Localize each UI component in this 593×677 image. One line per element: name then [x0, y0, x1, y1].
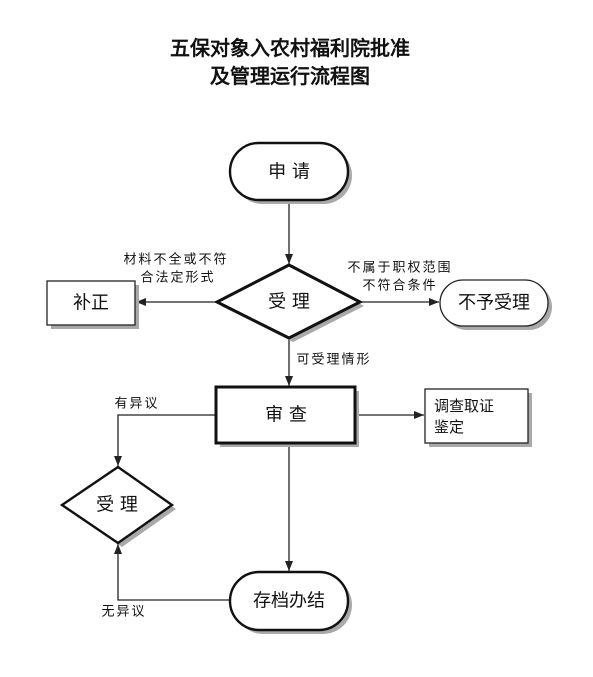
node-supplement-shape: [46, 280, 136, 326]
node-apply-shape: [228, 141, 350, 202]
label-incomplete-line-2: 合法定形式: [140, 271, 215, 286]
node-reject-shape: [439, 279, 549, 327]
node-reject-label: 不予受理: [458, 293, 530, 314]
node-investigate-label-line-2: 鉴定: [434, 418, 464, 436]
title-line-2: 及管理运行流程图: [210, 64, 370, 88]
node-investigate-shape: [424, 388, 529, 444]
node-review: 审 查: [214, 385, 359, 447]
node-accept-objection-shape: [59, 465, 175, 545]
node-review-label: 审 查: [265, 405, 307, 426]
node-archive-label: 存档办结: [253, 591, 325, 612]
node-reject: 不予受理: [439, 279, 552, 330]
label-incomplete-line-1: 材料不全或不符: [123, 252, 228, 268]
label-out-of-scope-line-2: 不符合条件: [362, 278, 437, 294]
edge-archive-to-objection-accept: [114, 544, 230, 601]
edges: [114, 201, 439, 601]
edge-review-to-objection-accept: [114, 414, 216, 466]
label-no-objection: 无异议: [101, 605, 146, 620]
node-apply-label: 申 请: [268, 162, 310, 183]
node-accept-objection: 受 理: [59, 465, 176, 547]
node-supplement-label: 补正: [73, 293, 109, 314]
edge-labels: 材料不全或不符 合法定形式 不属于职权范围 不符合条件 可受理情形 有异议 无异…: [101, 252, 452, 620]
node-archive-shape: [228, 570, 350, 632]
node-apply: 申 请: [228, 141, 352, 204]
node-supplement: 补正: [46, 280, 139, 329]
node-review-shape: [214, 385, 357, 445]
label-out-of-scope-line-1: 不属于职权范围: [347, 260, 452, 276]
node-accept-label: 受 理: [268, 292, 310, 313]
title-line-1: 五保对象入农村福利院批准: [170, 36, 410, 60]
node-accept-objection-label: 受 理: [96, 495, 138, 516]
node-investigate-label-line-1: 调查取证: [434, 397, 494, 415]
label-objection: 有异议: [114, 397, 159, 412]
node-accept: 受 理: [213, 263, 364, 342]
node-accept-shape: [213, 263, 364, 340]
node-archive: 存档办结: [228, 570, 352, 634]
label-acceptable: 可受理情形: [296, 353, 371, 368]
node-investigate: 调查取证 鉴定: [424, 388, 532, 447]
diagram-title: 五保对象入农村福利院批准 及管理运行流程图: [170, 36, 410, 88]
